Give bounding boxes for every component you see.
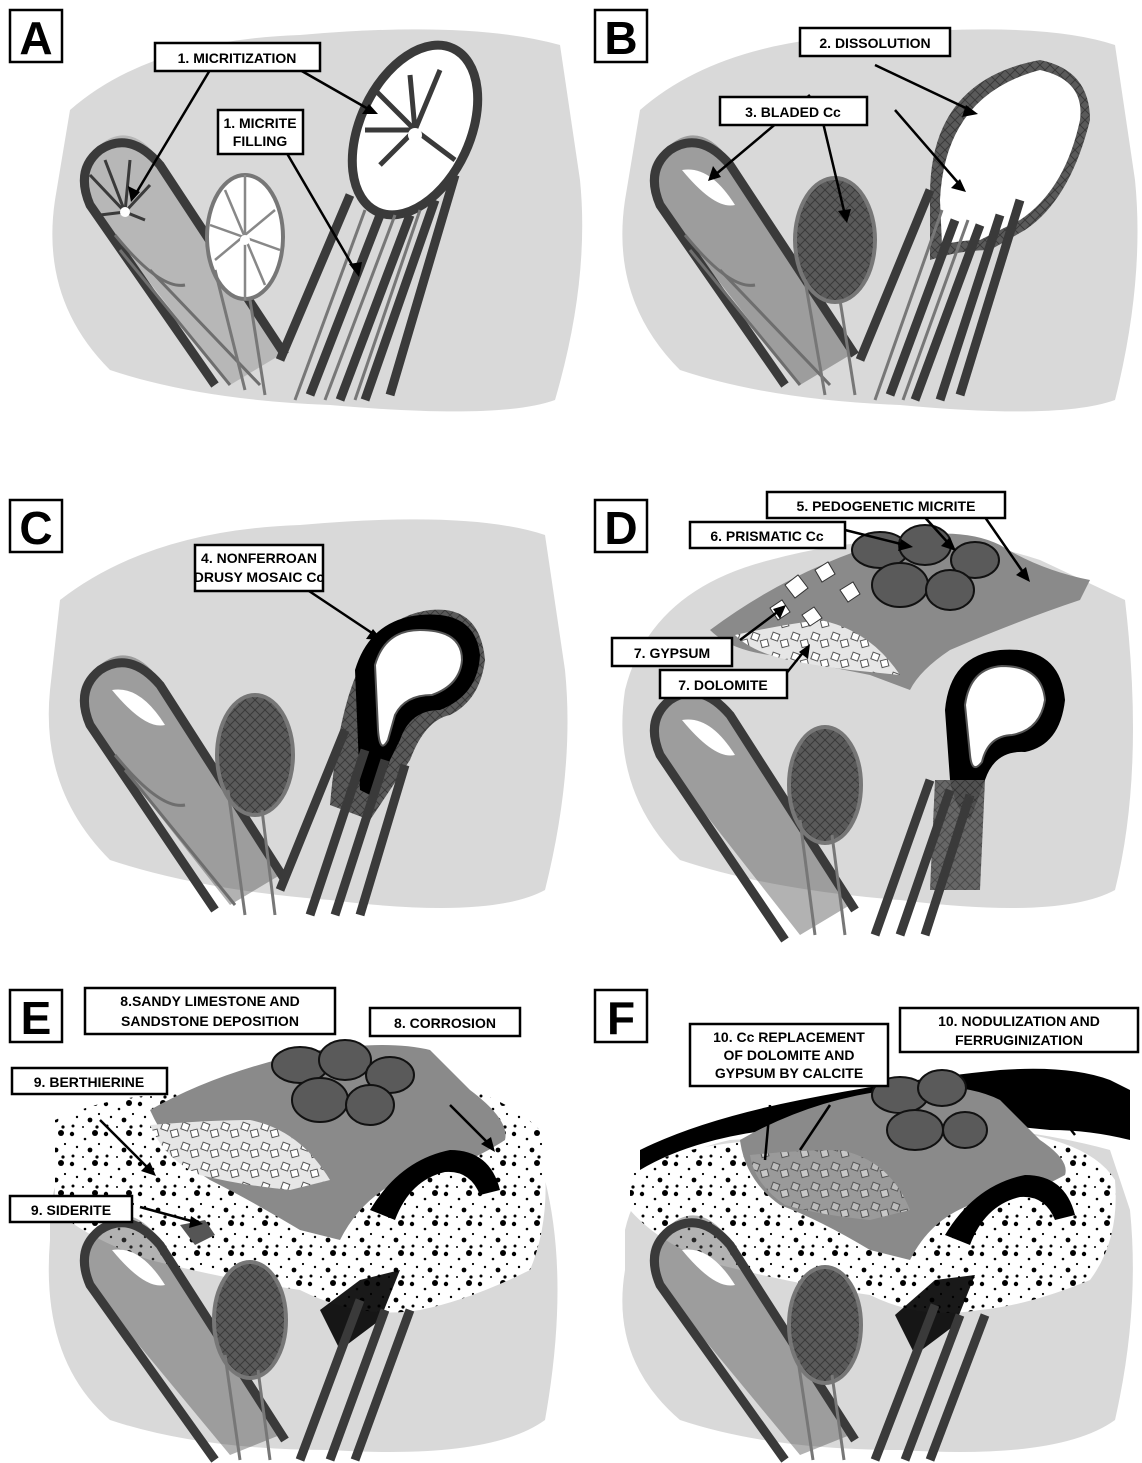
svg-text:FERRUGINIZATION: FERRUGINIZATION [955, 1032, 1083, 1048]
svg-text:6. PRISMATIC Cc: 6. PRISMATIC Cc [710, 528, 824, 544]
label-cc-replacement: 10. Cc REPLACEMENT OF DOLOMITE AND GYPSU… [690, 1024, 888, 1086]
svg-text:3. BLADED Cc: 3. BLADED Cc [745, 104, 841, 120]
label-sandy-limestone: 8.SANDY LIMESTONE AND SANDSTONE DEPOSITI… [85, 988, 335, 1034]
panel-b: B 2. DISSOLUTION 3. BLADED Cc [595, 10, 1138, 411]
panel-a: A 1. MICRITIZATION 1. MICRITE FILLING [10, 10, 582, 411]
label-nodulization: 10. NODULIZATION AND FERRUGINIZATION [900, 1008, 1138, 1052]
panel-c: C 4. NONFERROAN DRUSY MOSAIC Cc [10, 500, 568, 915]
label-siderite: 9. SIDERITE [10, 1196, 132, 1222]
label-bladed-cc: 3. BLADED Cc [720, 97, 867, 125]
label-corrosion: 8. CORROSION [370, 1008, 520, 1036]
panel-letter: A [19, 12, 52, 64]
panel-letter: D [604, 502, 637, 554]
svg-text:10. Cc REPLACEMENT: 10. Cc REPLACEMENT [713, 1029, 865, 1045]
label-pedogenetic: 5. PEDOGENETIC MICRITE [767, 492, 1005, 518]
svg-text:7. DOLOMITE: 7. DOLOMITE [678, 677, 767, 693]
label-dissolution: 2. DISSOLUTION [800, 28, 950, 56]
label-gypsum: 7. GYPSUM [612, 638, 732, 666]
label-prismatic: 6. PRISMATIC Cc [690, 522, 845, 548]
svg-text:8. CORROSION: 8. CORROSION [394, 1015, 496, 1031]
svg-text:2. DISSOLUTION: 2. DISSOLUTION [819, 35, 930, 51]
panel-letter: C [19, 502, 52, 554]
svg-text:SANDSTONE DEPOSITION: SANDSTONE DEPOSITION [121, 1013, 299, 1029]
panel-e: E 8.SANDY LIMESTONE AND SANDSTONE DEPOSI… [10, 988, 558, 1460]
svg-text:9. SIDERITE: 9. SIDERITE [31, 1202, 111, 1218]
svg-text:9. BERTHIERINE: 9. BERTHIERINE [34, 1074, 144, 1090]
svg-text:1. MICRITIZATION: 1. MICRITIZATION [178, 50, 297, 66]
svg-text:DRUSY MOSAIC Cc: DRUSY MOSAIC Cc [194, 569, 325, 585]
svg-text:7. GYPSUM: 7. GYPSUM [634, 645, 710, 661]
svg-text:4. NONFERROAN: 4. NONFERROAN [201, 550, 317, 566]
panel-letter: F [607, 992, 635, 1044]
label-nonferroan: 4. NONFERROAN DRUSY MOSAIC Cc [194, 545, 325, 591]
label-dolomite: 7. DOLOMITE [660, 670, 787, 698]
panel-f: F 10. Cc REPLACEMENT OF DOLOMITE AND GYP… [595, 990, 1138, 1460]
svg-text:10. NODULIZATION AND: 10. NODULIZATION AND [938, 1013, 1100, 1029]
panel-d: D 5. PEDOGENETIC MICRITE 6. PRISMATIC Cc… [595, 492, 1133, 940]
label-micrite-filling: 1. MICRITE FILLING [218, 110, 303, 154]
label-berthierine: 9. BERTHIERINE [12, 1068, 167, 1094]
svg-text:8.SANDY LIMESTONE AND: 8.SANDY LIMESTONE AND [120, 993, 299, 1009]
svg-text:OF DOLOMITE AND: OF DOLOMITE AND [724, 1047, 855, 1063]
svg-text:GYPSUM BY CALCITE: GYPSUM BY CALCITE [715, 1065, 863, 1081]
panel-letter: E [21, 992, 52, 1044]
svg-text:1. MICRITE: 1. MICRITE [223, 115, 296, 131]
svg-text:FILLING: FILLING [233, 133, 288, 149]
svg-text:5. PEDOGENETIC MICRITE: 5. PEDOGENETIC MICRITE [797, 498, 976, 514]
label-micritization: 1. MICRITIZATION [155, 43, 320, 71]
panel-letter: B [604, 12, 637, 64]
